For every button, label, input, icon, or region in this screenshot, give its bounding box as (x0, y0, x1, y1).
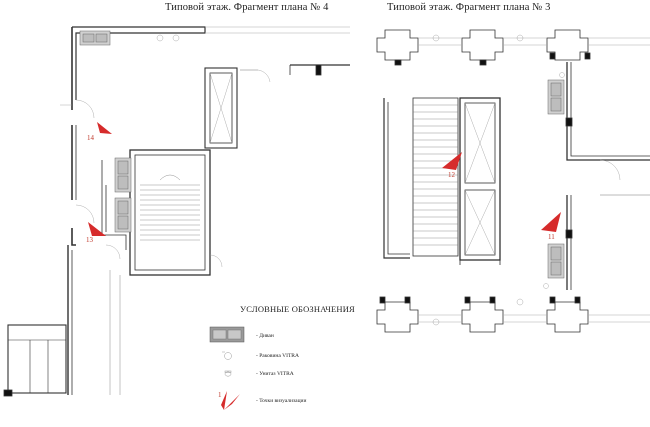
wall (383, 98, 410, 259)
toilet-icon (559, 72, 565, 78)
staircase (412, 97, 459, 257)
staircase (140, 174, 200, 241)
legend-viewpoint-number: 1 (218, 391, 222, 399)
wall (566, 62, 650, 161)
viewpoint-marker-icon (442, 152, 462, 170)
viewpoint-number: 11 (548, 233, 555, 241)
sofa-icon (114, 197, 132, 233)
sofa-icon (547, 243, 565, 279)
viewpoint-marker-icon (221, 391, 240, 410)
toilet-icon (516, 298, 524, 306)
wall (459, 260, 501, 265)
sofa-icon (79, 30, 111, 46)
viewpoint-number: 12 (448, 171, 455, 179)
sofa-icon (114, 157, 132, 193)
toilet-icon (224, 370, 232, 377)
sink-icon (222, 351, 232, 360)
toilet-icon (432, 318, 440, 326)
viewpoint-number: 13 (86, 236, 93, 244)
legend-item-toilet: - Унитаз VITRA (256, 371, 294, 377)
core-wall (129, 149, 211, 276)
legend-item-sink: - Раковина VITRA (256, 353, 299, 359)
wall (570, 62, 650, 157)
viewpoint-marker-icon (541, 212, 561, 232)
legend-item-sofa: - Диван (256, 333, 274, 339)
sofa-icon (209, 326, 245, 343)
legend-item-viewpoints: - Точки визуализации (256, 398, 307, 404)
sink-icon (432, 34, 440, 42)
viewpoint-marker-icon (88, 222, 106, 236)
wall (71, 228, 76, 246)
wall (101, 160, 127, 250)
core-wall (459, 97, 501, 261)
elevator-shaft (204, 67, 238, 149)
viewpoint-marker-icon (97, 122, 112, 134)
legend-title: УСЛОВНЫЕ ОБОЗНАЧЕНИЯ (240, 304, 355, 314)
core-wall (134, 154, 206, 271)
viewpoint-number: 14 (87, 134, 94, 142)
plan-fragment-3 (376, 29, 650, 333)
sink-icon (156, 34, 164, 42)
column-cluster (376, 296, 589, 333)
plan-title-3: Типовой этаж. Фрагмент плана № 3 (387, 2, 551, 13)
plan-title-4: Типовой этаж. Фрагмент плана № 4 (165, 2, 329, 13)
washroom (7, 324, 67, 394)
sofa-icon (547, 79, 565, 115)
toilet-icon (543, 283, 549, 289)
plan-fragment-4 (3, 26, 350, 397)
legend-symbols (209, 326, 245, 410)
sink-icon (172, 34, 180, 42)
wall (387, 102, 410, 255)
column-cluster (376, 29, 591, 66)
sink-icon (516, 34, 524, 42)
